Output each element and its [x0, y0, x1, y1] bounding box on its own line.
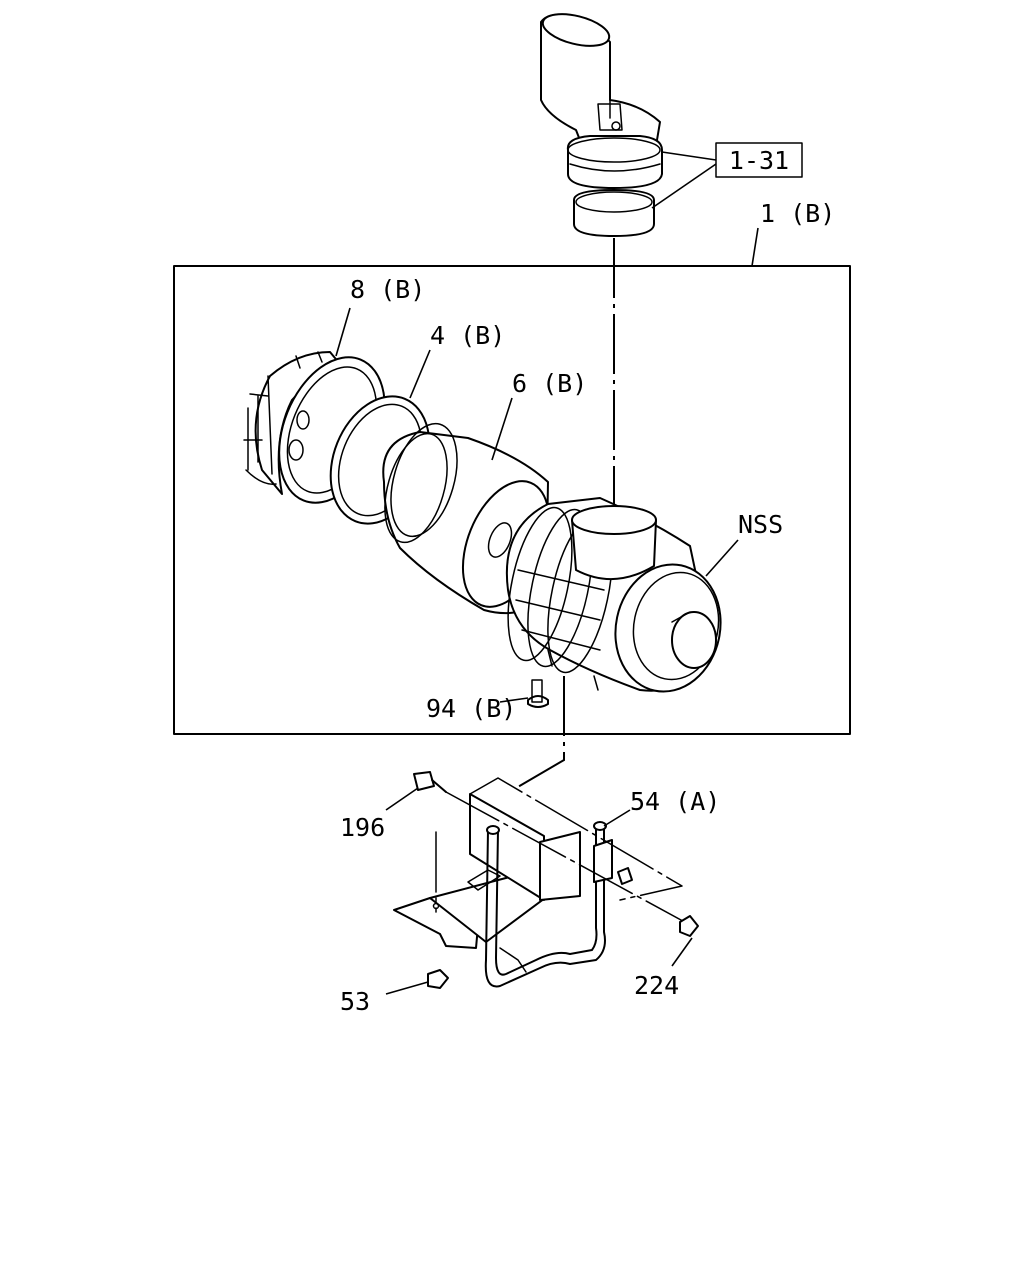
label-nut-left: 53	[340, 987, 370, 1016]
label-bracket: 54 (A)	[630, 787, 720, 816]
label-ref: 1-31	[729, 146, 789, 175]
label-valve: 94 (B)	[426, 694, 516, 723]
ref-box	[715, 142, 803, 178]
mounting-bracket	[385, 771, 699, 995]
label-element: 6 (B)	[512, 369, 587, 398]
label-bolt: 196	[340, 813, 385, 842]
assembly-frame	[173, 265, 851, 735]
label-assembly: 1 (B)	[760, 199, 835, 228]
label-nss: NSS	[738, 510, 783, 539]
assembly-leader	[751, 227, 759, 267]
label-ring: 4 (B)	[430, 321, 505, 350]
centre-line-lower	[515, 676, 565, 789]
intake-duct	[540, 13, 717, 237]
label-nut-right: 224	[634, 971, 679, 1000]
air-cleaner-housing	[499, 497, 739, 708]
label-cover: 8 (B)	[350, 275, 425, 304]
